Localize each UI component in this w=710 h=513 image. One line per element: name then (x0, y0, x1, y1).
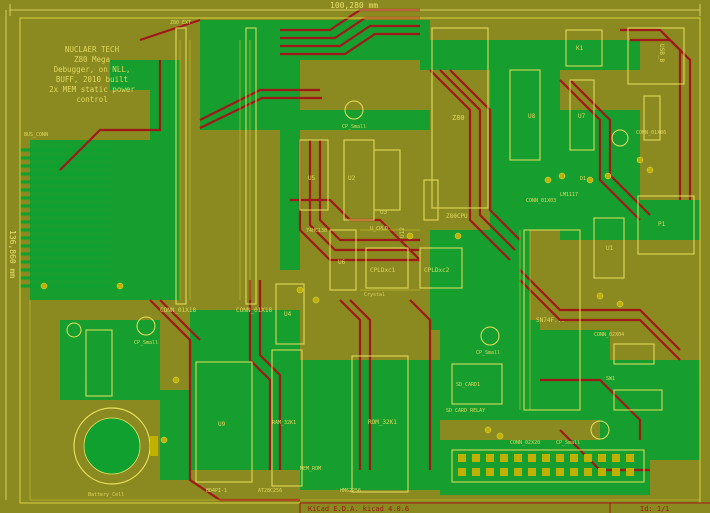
mem-label: MEM_ROM (300, 466, 321, 472)
title-block-tool: KiCad E.D.A. kicad 4.0.6 (308, 505, 409, 513)
ic-u-left[interactable] (85, 329, 113, 397)
ic-u5[interactable] (299, 139, 329, 211)
p40-label: CONN_02X20 (510, 440, 540, 446)
board-text-line4: BUFF, 2010 built (56, 75, 128, 84)
title-block (299, 502, 710, 513)
u3-label: U3 (380, 209, 388, 216)
u7-label: U7 (578, 113, 586, 120)
header-left-2[interactable] (245, 27, 257, 305)
conn-left-label: CONN_01X18 (160, 307, 197, 314)
conn-2x04-header[interactable] (613, 343, 655, 365)
cpsmall1-label: CP_Small (342, 124, 366, 130)
back-copper-layer (30, 20, 700, 495)
board-text-line5: 2x MEM static power (49, 85, 135, 94)
board-text-line3: Debugger, on NLL, (54, 65, 131, 74)
ic-u7[interactable] (569, 79, 595, 151)
header-left-1[interactable] (175, 27, 187, 305)
k1-label: K1 (576, 45, 584, 52)
dimension-top (9, 4, 701, 16)
u12-label: U12 (399, 227, 406, 238)
header-2x20-pins (458, 454, 634, 476)
u2-label: U2 (348, 175, 356, 182)
cpsmall4-label: CP_Small (556, 440, 580, 446)
vreg-label: LM1117 (560, 192, 578, 198)
cpld2-label: CPLDxc2 (424, 267, 450, 274)
conn-bottom-label: CONN_01X18 (236, 307, 273, 314)
d1-label: D1 (580, 176, 586, 182)
vias (40, 156, 654, 444)
u6-label: U6 (338, 259, 346, 266)
dimension-width-label: 100,280 mm (330, 1, 378, 10)
u8-label: U8 (528, 113, 536, 120)
ic-u1[interactable] (593, 217, 625, 279)
ic-u8[interactable] (509, 69, 541, 161)
cap-cp-small-1[interactable] (344, 100, 364, 120)
ucpld-label: U_CPLD (370, 226, 388, 232)
battery-holder[interactable] (73, 407, 158, 485)
usb-label: USB_B (658, 44, 665, 62)
u1-label: U1 (606, 245, 614, 252)
conn-r2-label: CONN_02X04 (594, 332, 624, 338)
sd2-label: SD CARD RELAY (446, 408, 485, 414)
ic-ram[interactable] (271, 349, 303, 487)
header-2x20[interactable] (451, 449, 645, 483)
u9-label: U9 (218, 421, 226, 428)
usb-connector[interactable] (627, 27, 685, 85)
ic-sn74[interactable] (523, 229, 581, 411)
rom-label: ROM_32K1 (368, 419, 397, 426)
board-text-line1: NUCLAER TECH (65, 45, 120, 54)
dimension-height-label: 136,860 mm (8, 230, 17, 278)
cap-cp-small-3[interactable] (480, 326, 500, 346)
z80ext-label: Z80_EXT (170, 20, 191, 26)
ic-u9[interactable] (195, 361, 253, 483)
ic-u4[interactable] (275, 283, 305, 345)
p1-label: P1 (658, 221, 666, 228)
board-text-line6: control (76, 95, 108, 104)
battery-label: Battery_Cell (88, 492, 124, 498)
ic-cpld2[interactable] (419, 247, 463, 289)
sram-label: HM62256 (340, 488, 361, 494)
board-text-line2: Z80 Mega (74, 55, 110, 64)
xtal-label: Crystal (364, 292, 385, 298)
ic-u3[interactable] (373, 149, 401, 211)
sw1-switch[interactable] (613, 389, 663, 411)
ic-u12[interactable] (423, 179, 439, 221)
conn-right-header[interactable] (643, 95, 661, 141)
z80cpu-label: Z80CPU (446, 213, 468, 220)
bus-label: BUS_CONN (24, 132, 48, 138)
cpsmall3-label: CP_Small (476, 350, 500, 356)
p1-connector[interactable] (637, 195, 695, 255)
sd-label: SD_CARD1 (456, 382, 480, 388)
sn74-label: SN74F... (536, 317, 565, 324)
u5-label: U5 (308, 175, 316, 182)
ic-cpld1[interactable] (365, 247, 409, 289)
ic-u6[interactable] (329, 229, 357, 291)
sw1-label: SW1 (606, 376, 615, 382)
ram-label: RAM_32K1 (272, 420, 296, 426)
cpld1-label: CPLDxc1 (370, 267, 396, 274)
signal-traces (29, 40, 700, 501)
cpsmall2-label: CP_Small (134, 340, 158, 346)
glue-label: 74HC138 (306, 228, 327, 234)
flash-label: AT28C256 (258, 488, 282, 494)
board-description: NUCLAER TECH Z80 Mega Debugger, on NLL, … (49, 45, 135, 104)
sd-card-socket[interactable] (451, 363, 503, 405)
cap-cp-small-4[interactable] (590, 420, 610, 440)
k1-relay[interactable] (565, 29, 603, 67)
left-edge-fingers (20, 148, 110, 288)
sel-label: CONN_01X03 (526, 198, 556, 204)
cap-cp-small-5[interactable] (611, 129, 629, 147)
z80-label: Z80 (452, 114, 465, 122)
conn-right-label: CONN_01X06 (636, 130, 666, 136)
bot-label: BD4PI-1 (206, 488, 227, 494)
title-block-sheet: Id: 1/1 (640, 505, 670, 513)
cap-small-left[interactable] (66, 322, 82, 338)
u4-label: U4 (284, 311, 292, 318)
ic-rom[interactable] (351, 355, 409, 493)
cap-cp-small-2[interactable] (136, 316, 156, 336)
ic-z80[interactable] (431, 27, 489, 209)
